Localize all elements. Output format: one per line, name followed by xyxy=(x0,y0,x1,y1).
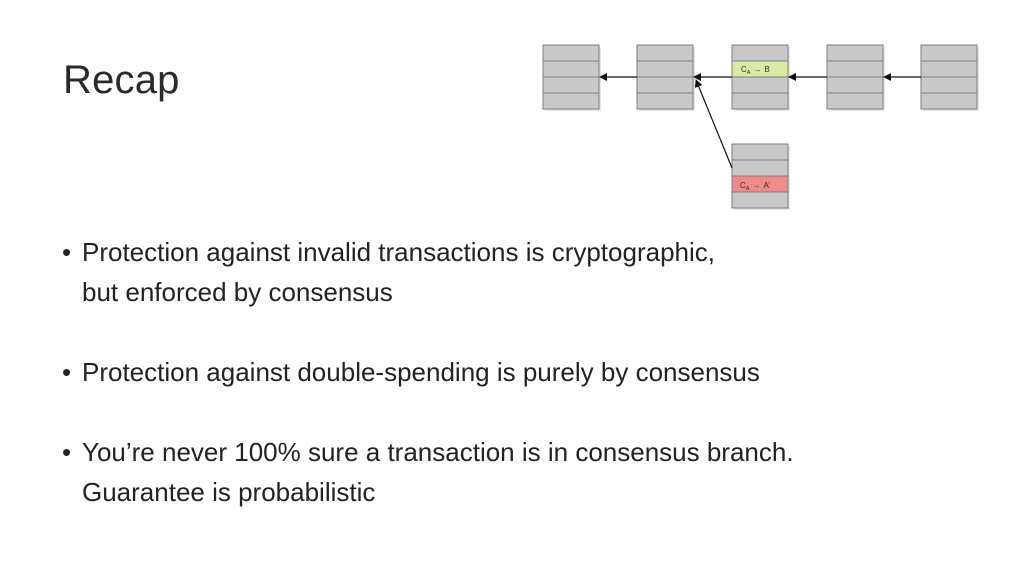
bullet-3-line-2: Guarantee is probabilistic xyxy=(82,477,376,507)
block-1 xyxy=(542,44,601,111)
bullet-2-line-1: Protection against double-spending is pu… xyxy=(82,357,760,387)
main-tx-label: CA→B xyxy=(741,65,770,76)
bullet-1-line-1: Protection against invalid transactions … xyxy=(82,237,715,267)
bullet-1-line-2: but enforced by consensus xyxy=(82,277,393,307)
bullet-3-line-1: You’re never 100% sure a transaction is … xyxy=(82,437,794,467)
bullet-dot: • xyxy=(62,437,72,467)
fork-tx-label: CA→A’ xyxy=(740,181,770,192)
bullet-dot: • xyxy=(62,237,72,267)
block-4 xyxy=(826,44,885,111)
bullet-list: • Protection against invalid transaction… xyxy=(62,232,962,512)
slide-title: Recap xyxy=(63,58,180,102)
bullet-dot: • xyxy=(62,357,72,387)
block-5 xyxy=(920,44,979,111)
bullet-item-2: • Protection against double-spending is … xyxy=(62,352,962,392)
fork-block: CA→A’ xyxy=(731,143,790,210)
block-3: CA→B xyxy=(731,44,790,111)
bullet-item-3: • You’re never 100% sure a transaction i… xyxy=(62,432,962,512)
arrow-fork-to-2 xyxy=(694,79,733,169)
bullet-item-1: • Protection against invalid transaction… xyxy=(62,232,962,312)
block-2 xyxy=(636,44,695,111)
